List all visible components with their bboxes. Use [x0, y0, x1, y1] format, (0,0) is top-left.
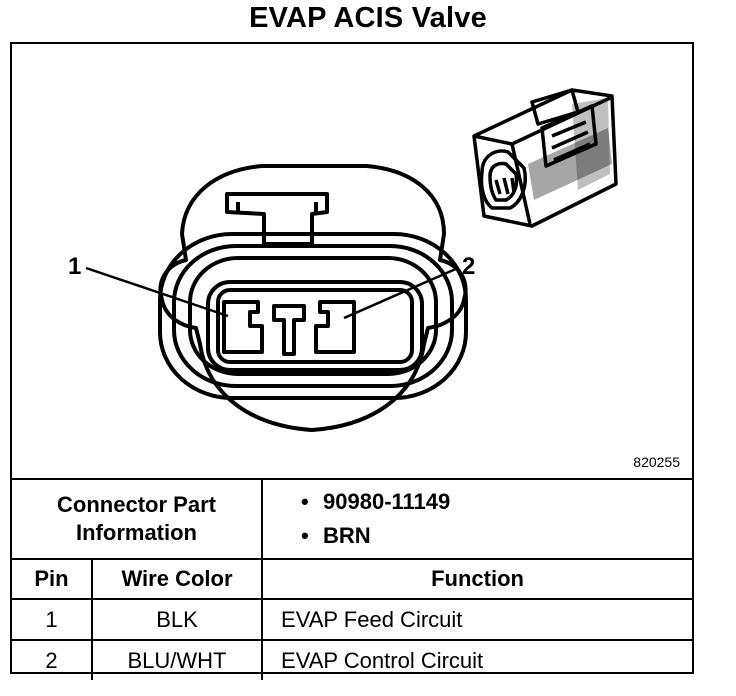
pin-2-label: 2: [462, 253, 475, 280]
wire-color-cell: BLU/WHT: [90, 639, 264, 680]
pin-cell: 1: [12, 598, 93, 641]
connector-pinout-table: Connector Part Information 90980-11149 B…: [12, 478, 693, 680]
connector-info-row: Connector Part Information 90980-11149 B…: [12, 478, 693, 560]
function-cell: EVAP Control Circuit: [261, 639, 693, 680]
header-wire-color: Wire Color: [90, 558, 264, 600]
center-key: [272, 304, 306, 356]
table-row: 2 BLU/WHT EVAP Control Circuit: [12, 639, 693, 680]
function-cell: EVAP Feed Circuit: [261, 598, 693, 641]
connector-face-diagram: 1 2: [68, 88, 618, 432]
wire-color-cell: BLK: [90, 598, 264, 641]
table-header-row: Pin Wire Color Function: [12, 558, 693, 600]
terminal-2: [314, 300, 356, 354]
connector-shroud-middle: [172, 244, 454, 388]
diagram-title: EVAP ACIS Valve: [249, 2, 487, 34]
pin-1-leader-line: [85, 266, 229, 318]
connector-info-values: 90980-11149 BRN: [261, 478, 693, 560]
terminal-1: [222, 300, 264, 354]
table-row: 1 BLK EVAP Feed Circuit: [12, 598, 693, 641]
connector-lock-tab: [225, 192, 329, 246]
connector-3d-view: [472, 88, 618, 228]
connector-frame: 1 2 820255 Connector Part Inform: [10, 42, 694, 680]
header-function: Function: [261, 558, 693, 600]
pin-2-leader-line: [343, 266, 459, 320]
part-number: 90980-11149: [301, 485, 692, 519]
figure-number: 820255: [633, 454, 680, 470]
terminal-cavity: [206, 280, 424, 372]
connector-color: BRN: [301, 519, 692, 553]
pin-cell: 2: [12, 639, 93, 680]
connector-shroud-inner: [188, 256, 438, 376]
header-pin: Pin: [12, 558, 93, 600]
connector-info-label: Connector Part Information: [57, 492, 216, 545]
pin-1-label: 1: [68, 253, 81, 280]
